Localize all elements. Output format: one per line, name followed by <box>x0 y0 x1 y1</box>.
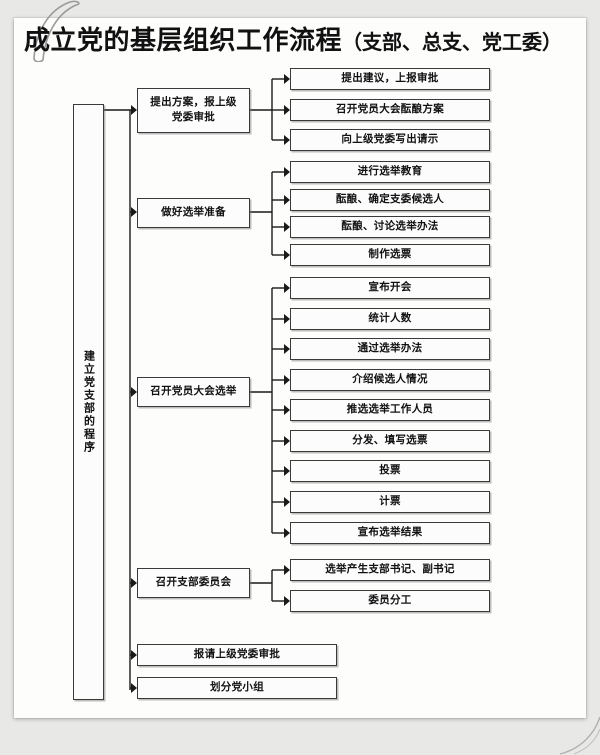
page-title: 成立党的基层组织工作流程（支部、总支、党工委） <box>24 20 572 57</box>
leaf-box-3-4[interactable]: 介绍候选人情况 <box>290 369 490 391</box>
leaf-box-3-7[interactable]: 投票 <box>290 460 490 482</box>
stage-box-3[interactable]: 召开党员大会选举 <box>137 377 250 407</box>
stage-box-1[interactable]: 提出方案，报上级党委审批 <box>137 88 250 133</box>
page-title-main: 成立党的基层组织工作流程 <box>24 26 343 55</box>
leaf-box-2-1[interactable]: 进行选举教育 <box>290 161 490 183</box>
leaf-box-3-9[interactable]: 宣布选举结果 <box>290 522 490 544</box>
leaf-box-3-3[interactable]: 通过选举办法 <box>290 338 490 360</box>
stage-box-2[interactable]: 做好选举准备 <box>137 198 250 228</box>
leaf-box-1-2[interactable]: 召开党员大会酝酿方案 <box>290 99 490 121</box>
leaf-box-2-2[interactable]: 酝酿、确定支委候选人 <box>290 189 490 211</box>
leaf-box-4-2[interactable]: 委员分工 <box>290 590 490 612</box>
terminal-box-1[interactable]: 报请上级党委审批 <box>137 644 337 666</box>
leaf-box-1-1[interactable]: 提出建议，上报审批 <box>290 68 490 90</box>
stage-box-4[interactable]: 召开支部委员会 <box>137 568 250 598</box>
leaf-box-2-4[interactable]: 制作选票 <box>290 244 490 266</box>
leaf-box-3-2[interactable]: 统计人数 <box>290 308 490 330</box>
leaf-box-1-3[interactable]: 向上级党委写出请示 <box>290 129 490 151</box>
root-process-label: 建立党支部的程序 <box>82 350 95 454</box>
leaf-box-3-6[interactable]: 分发、填写选票 <box>290 430 490 452</box>
page-title-sub: （支部、总支、党工委） <box>342 32 563 54</box>
leaf-box-4-1[interactable]: 选举产生支部书记、副书记 <box>290 559 490 581</box>
leaf-box-3-8[interactable]: 计票 <box>290 491 490 513</box>
leaf-box-2-3[interactable]: 酝酿、讨论选举办法 <box>290 216 490 238</box>
terminal-box-2[interactable]: 划分党小组 <box>137 677 337 699</box>
leaf-box-3-5[interactable]: 推选选举工作人员 <box>290 399 490 421</box>
leaf-box-3-1[interactable]: 宣布开会 <box>290 277 490 299</box>
root-process-box[interactable]: 建立党支部的程序 <box>73 104 104 700</box>
